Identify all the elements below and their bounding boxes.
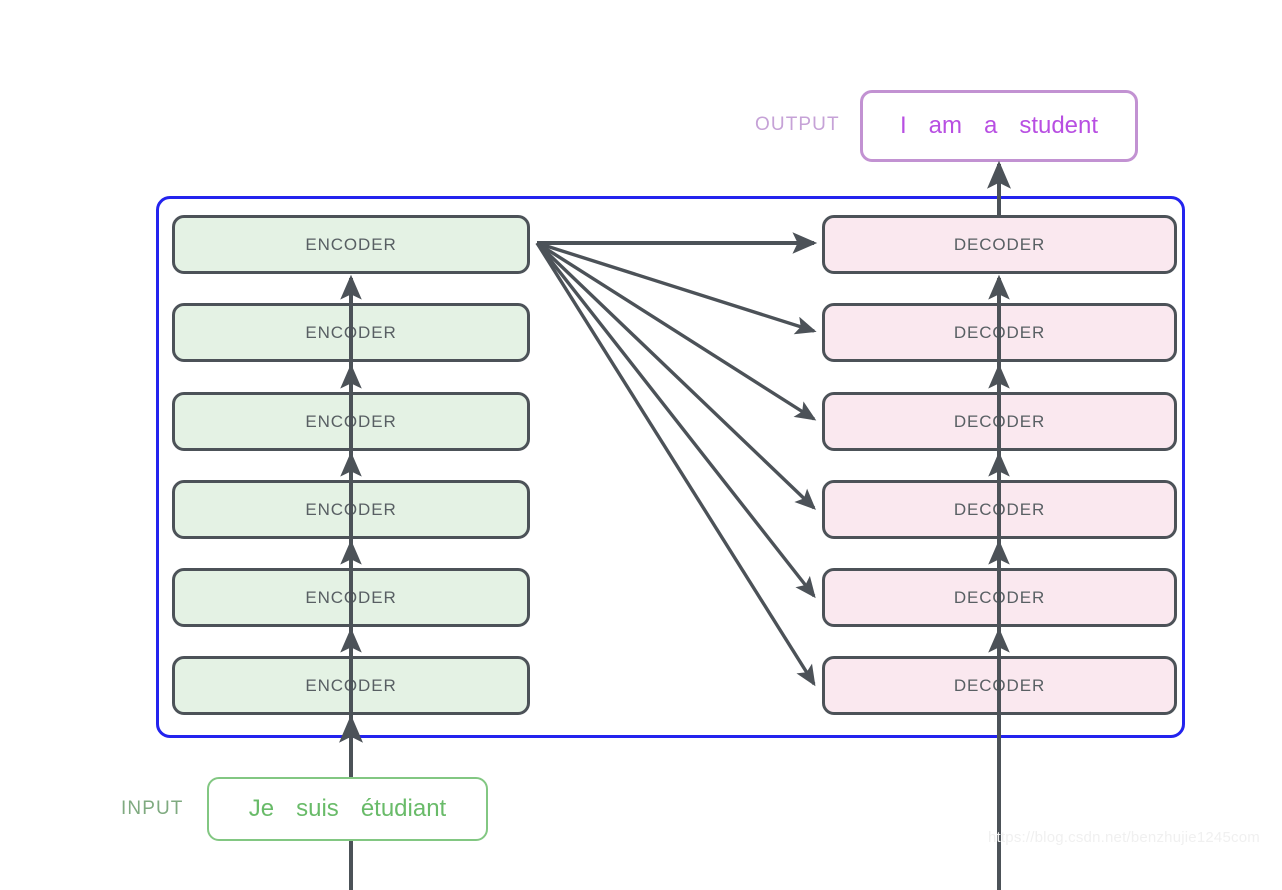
output-label: OUTPUT: [755, 114, 840, 135]
decoder-block-6: DECODER: [822, 656, 1177, 715]
input-box: Je suis étudiant: [207, 777, 488, 841]
input-token: étudiant: [360, 795, 447, 822]
input-token: Je: [248, 795, 275, 822]
decoder-block-3: DECODER: [822, 392, 1177, 451]
decoder-block-1: DECODER: [822, 215, 1177, 274]
transformer-boundary: [156, 196, 1185, 738]
encoder-block-6: ENCODER: [172, 656, 530, 715]
encoder-block-1: ENCODER: [172, 215, 530, 274]
input-label: INPUT: [121, 798, 184, 819]
encoder-block-2: ENCODER: [172, 303, 530, 362]
encoder-block-3: ENCODER: [172, 392, 530, 451]
output-token: student: [1019, 112, 1099, 139]
watermark-text: https://blog.csdn.net/benzhujie1245com: [988, 829, 1260, 846]
input-token: suis: [296, 795, 339, 822]
output-token: I: [899, 112, 907, 139]
decoder-block-4: DECODER: [822, 480, 1177, 539]
output-token: am: [928, 112, 962, 139]
decoder-block-5: DECODER: [822, 568, 1177, 627]
decoder-block-2: DECODER: [822, 303, 1177, 362]
output-box: I am a student: [860, 90, 1138, 162]
encoder-block-5: ENCODER: [172, 568, 530, 627]
output-token: a: [983, 112, 998, 139]
encoder-block-4: ENCODER: [172, 480, 530, 539]
